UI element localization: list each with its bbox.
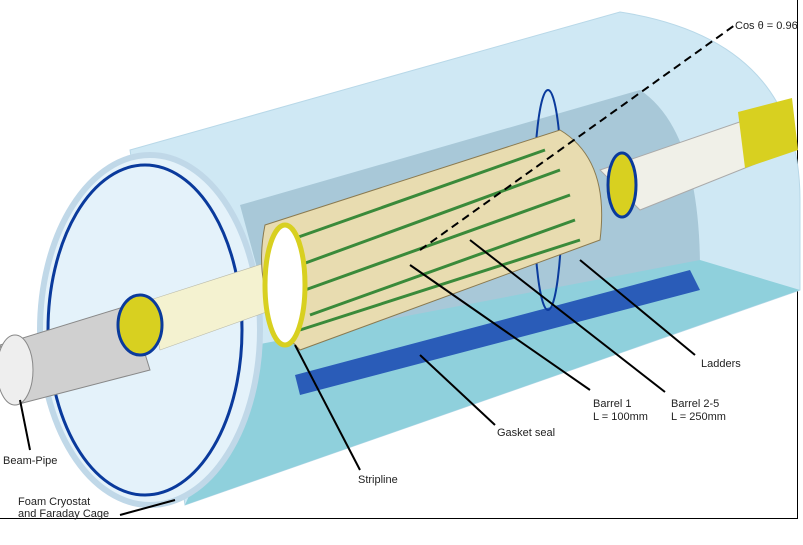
barrel25-pointer (469, 239, 666, 393)
cryostat-line2: and Faraday Cage (18, 508, 110, 520)
cos-theta-label: Cos θ = 0.96 (735, 20, 798, 32)
pointers (19, 239, 696, 516)
barrel1-pointer (409, 264, 591, 391)
left-end-ring-barrel (262, 222, 308, 348)
ladders-label: Ladders (701, 358, 741, 370)
beam-pipe-label: Beam-Pipe (3, 455, 58, 467)
barrel1-length: L = 100mm (593, 411, 648, 423)
right-end-cap (738, 98, 798, 168)
barrel25-length: L = 250mm (671, 411, 726, 423)
beam-pipe-pointer (19, 399, 31, 451)
barrel1-name: Barrel 1 (593, 398, 632, 410)
barrel1-label: Barrel 1 L = 100mm (593, 398, 648, 424)
cryostat-line1: Foam Cryostat (18, 496, 91, 508)
beam-pipe-end (0, 334, 34, 406)
right-collar (606, 151, 638, 219)
gasket-seal-label: Gasket seal (497, 427, 556, 439)
gasket-seal-pointer (419, 354, 496, 426)
cryostat-floor (185, 260, 800, 505)
cryostat-pointer (119, 499, 176, 516)
left-collar (116, 293, 164, 357)
stripline-label: Stripline (358, 474, 398, 486)
stripline-pointer (294, 344, 361, 471)
gasket-seal (295, 270, 700, 395)
barrel25-name: Barrel 2-5 (671, 398, 720, 410)
cryostat-label: Foam Cryostat and Faraday Cage (18, 496, 109, 520)
ladders-pointer (579, 259, 696, 356)
ladders (289, 148, 581, 332)
barrel25-label: Barrel 2-5 L = 250mm (671, 398, 726, 424)
